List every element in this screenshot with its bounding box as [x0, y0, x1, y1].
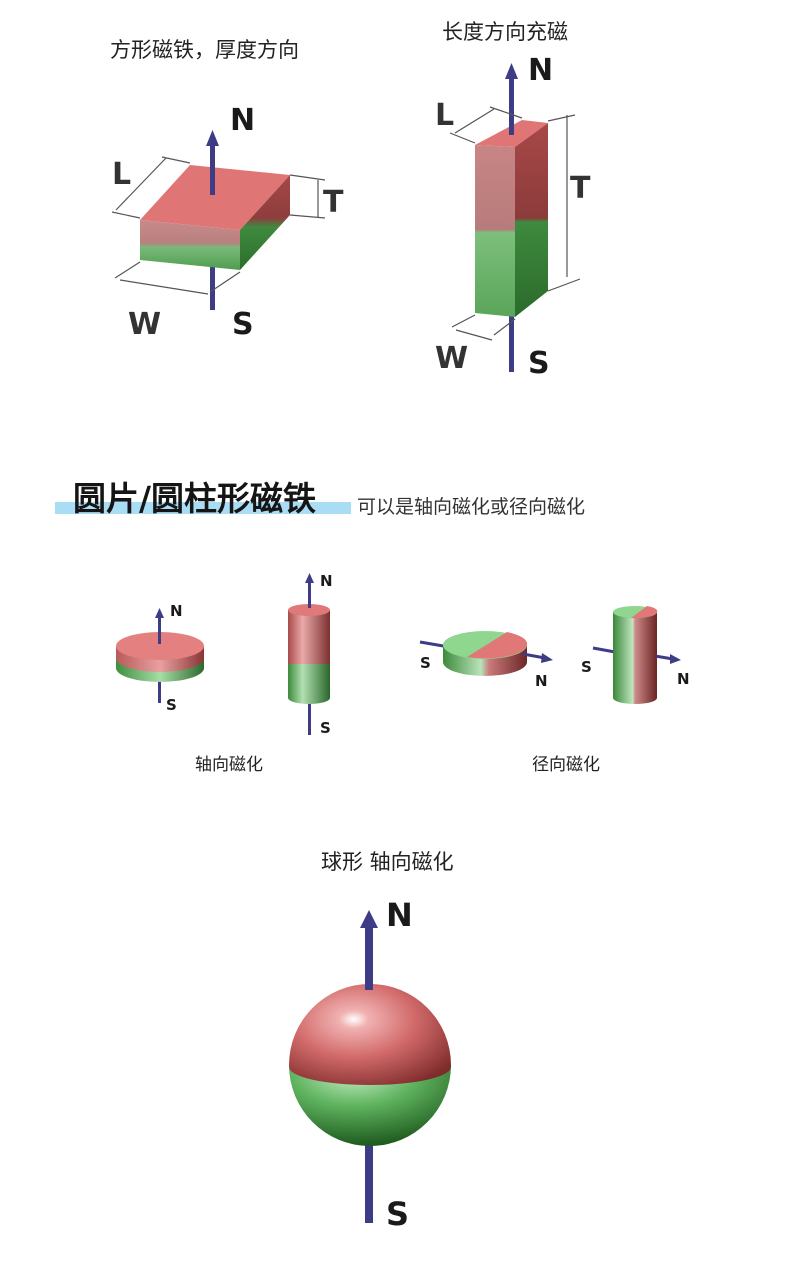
block-length-thickness-label: T: [570, 171, 591, 206]
block-thickness-length-label: L: [112, 157, 131, 192]
heading-underline-bar: [55, 502, 351, 514]
block-side-face: [515, 123, 548, 317]
disc-top: [116, 632, 204, 660]
north-arrowhead: [505, 63, 518, 79]
block-front-face: [140, 220, 240, 270]
radial-cylinder-top-red: [631, 606, 658, 619]
radial-cylinder-north-arrowhead: [670, 654, 681, 664]
disc-north-label: N: [170, 602, 183, 620]
cylinder-north-label: N: [320, 572, 333, 590]
cylinder-north-shaft: [308, 580, 311, 608]
block-thickness-width-label: W: [128, 307, 161, 342]
radial-disc-north-shaft: [522, 652, 546, 660]
radial-disc-north-arrowhead: [541, 653, 553, 663]
disc-south-shaft: [158, 665, 161, 703]
disc-north-shaft: [158, 616, 161, 644]
block-length-south-label: S: [528, 346, 550, 381]
radial-disc-north-label: N: [535, 672, 548, 690]
cylinder-north-arrowhead: [305, 573, 314, 583]
radial-magnetization-caption: 径向磁化: [532, 755, 600, 775]
block-side-face: [240, 175, 290, 270]
disc-north-arrowhead: [155, 608, 164, 618]
block-length-width-label: W: [435, 341, 468, 376]
sphere-magnet-figure: N S: [289, 896, 451, 1233]
cylinder-top: [288, 604, 330, 616]
sphere-north-label: N: [386, 896, 413, 934]
block-top-face: [140, 165, 290, 230]
sphere-south-label: S: [386, 1195, 409, 1233]
disc-south-label: S: [166, 696, 177, 714]
sphere-south-shaft: [365, 1135, 373, 1223]
block-thickness-caption: 方形磁铁，厚度方向: [110, 38, 299, 62]
radial-disc-top-red: [467, 632, 528, 659]
radial-cylinder-south-shaft: [592, 646, 616, 654]
cylinder-south-shaft: [308, 695, 311, 735]
block-length-north-label: N: [528, 53, 553, 88]
radial-magnetization-figure: S N S N: [419, 606, 690, 704]
sphere-north-half: [289, 984, 451, 1085]
block-thickness-north-label: N: [230, 103, 255, 138]
radial-cylinder-north-label: N: [677, 670, 690, 688]
block-thickness-thickness-label: T: [323, 185, 344, 220]
north-shaft: [509, 77, 514, 135]
north-arrowhead: [206, 130, 219, 146]
sphere-north-arrowhead: [360, 910, 378, 928]
cylinder-section-subheading: 可以是轴向磁化或径向磁化: [357, 496, 586, 518]
heading-title: 圆片/圆柱形磁铁: [73, 479, 317, 518]
radial-cylinder-south-label: S: [581, 658, 592, 676]
block-thickness-south-label: S: [232, 307, 254, 342]
block-thickness-magnet-figure: L T W N S: [111, 103, 344, 342]
axial-magnetization-caption: 轴向磁化: [195, 755, 263, 775]
block-length-length-label: L: [435, 98, 454, 133]
radial-disc-south-label: S: [420, 654, 431, 672]
axial-magnetization-figure: N S N S: [116, 572, 333, 737]
south-shaft: [210, 250, 215, 310]
sphere-caption: 球形 轴向磁化: [321, 850, 454, 874]
south-shaft: [509, 310, 514, 372]
radial-cylinder-body: [613, 612, 657, 704]
cylinder-body-red: [288, 610, 330, 664]
north-shaft: [210, 145, 215, 195]
block-length-caption: 长度方向充磁: [442, 20, 568, 44]
cylinder-section-heading: 圆片/圆柱形磁铁: [55, 470, 351, 518]
sphere-north-shaft: [365, 925, 373, 990]
block-front-face: [475, 145, 515, 317]
cylinder-south-label: S: [320, 719, 331, 737]
block-length-magnet-figure: L T W N S: [435, 53, 591, 381]
cylinder-body-green: [288, 662, 330, 704]
